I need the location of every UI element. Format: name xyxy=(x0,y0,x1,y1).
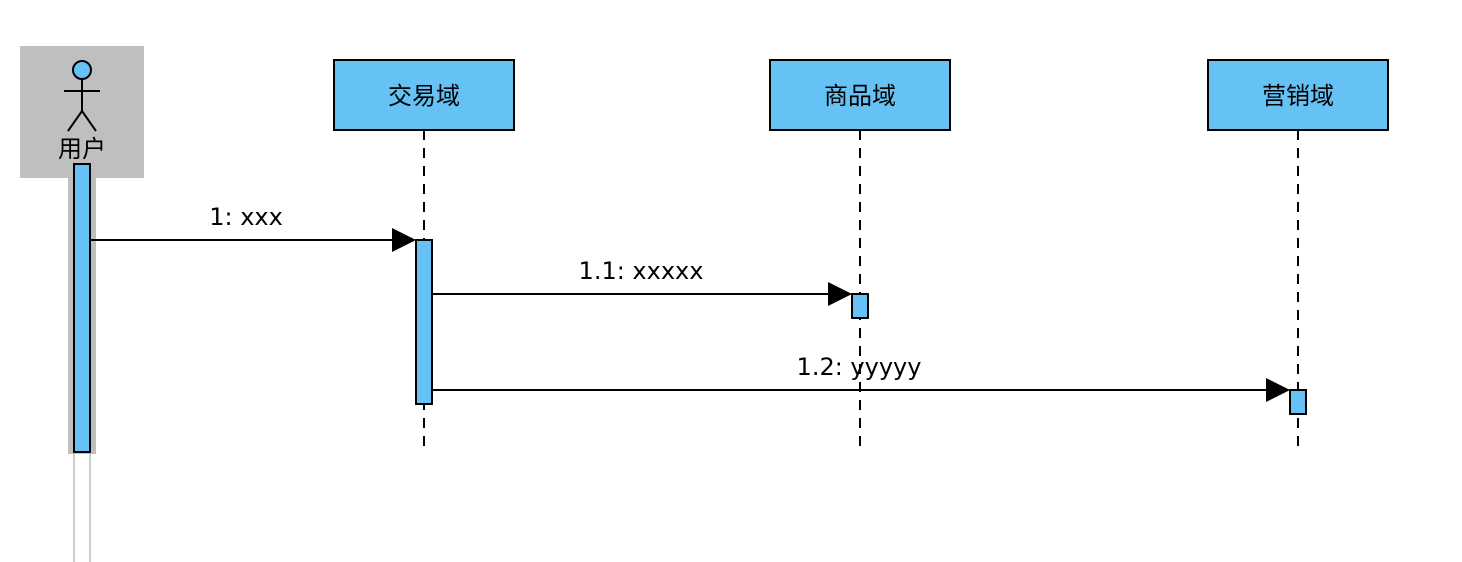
goods-activation-bar[interactable] xyxy=(851,293,869,319)
message-1-1-arrowhead-icon xyxy=(828,282,852,306)
participant-marketing-label: 营销域 xyxy=(1262,82,1334,110)
message-1-2-label: 1.2: yyyyy xyxy=(797,353,922,381)
message-1[interactable]: 1: xxx xyxy=(90,203,416,252)
message-1-label: 1: xxx xyxy=(209,203,283,231)
marketing-activation-bar[interactable] xyxy=(1289,389,1307,415)
participant-marketing[interactable]: 营销域 xyxy=(1207,59,1389,131)
actor-label: 用户 xyxy=(58,135,106,163)
message-1-1[interactable]: 1.1: xxxxx xyxy=(432,257,852,306)
actor-activation-bar[interactable] xyxy=(73,163,91,453)
message-1-2-arrowhead-icon xyxy=(1266,378,1290,402)
message-1-1-label: 1.1: xxxxx xyxy=(579,257,704,285)
participant-marketing-box xyxy=(1207,59,1389,131)
user-actor[interactable]: 用户 xyxy=(58,60,106,163)
participant-trade-box xyxy=(333,59,515,131)
stick-figure-actor-icon xyxy=(64,60,100,132)
trade-activation-bar[interactable] xyxy=(415,239,433,405)
message-1-2[interactable]: 1.2: yyyyy xyxy=(432,353,1290,402)
message-1-arrowhead-icon xyxy=(392,228,416,252)
participant-goods-label: 商品域 xyxy=(824,82,896,110)
participant-goods[interactable]: 商品域 xyxy=(769,59,951,131)
participant-trade[interactable]: 交易域 xyxy=(333,59,515,131)
participant-goods-box xyxy=(769,59,951,131)
participant-trade-label: 交易域 xyxy=(388,82,460,110)
